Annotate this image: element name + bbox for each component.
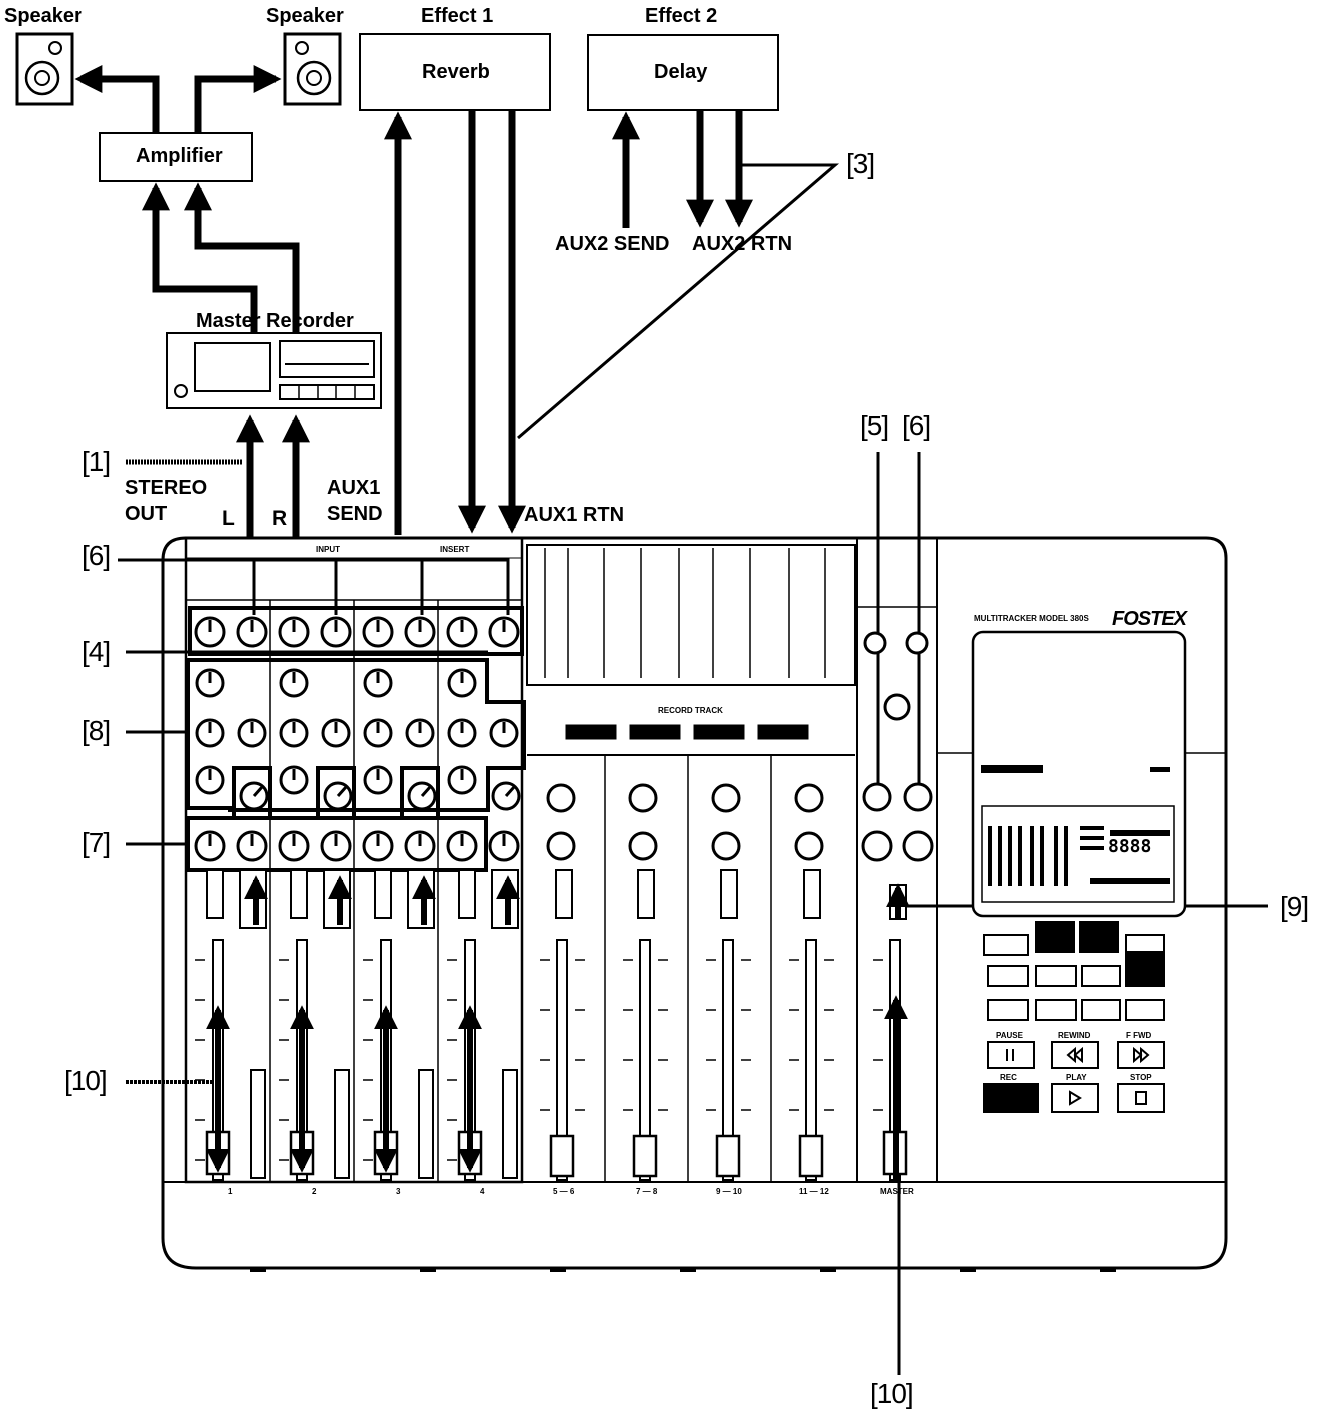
brand-logo: FOSTEX (1112, 609, 1186, 629)
callout-10-bottom: [10] (870, 1380, 913, 1408)
effect1-name: Reverb (422, 62, 490, 82)
lcd-counter: 8888 (1108, 838, 1151, 856)
effect2-title: Effect 2 (645, 6, 717, 26)
callout-7: [7] (82, 829, 110, 857)
display-panel (973, 632, 1185, 916)
callout-3: [3] (846, 150, 874, 178)
stereo-out-label-1: STEREO (125, 478, 207, 498)
rec-button-label: REC (1000, 1074, 1017, 1082)
channel-label-3: 3 (396, 1188, 400, 1196)
channel-label-9-10: 9 — 10 (716, 1188, 742, 1196)
left-channel-label: L (222, 508, 235, 529)
callout-8: [8] (82, 717, 110, 745)
aux1-send-label-2: SEND (327, 504, 383, 524)
callout-1: [1] (82, 448, 110, 476)
speaker-left-icon (17, 34, 72, 104)
channel-label-1: 1 (228, 1188, 232, 1196)
speaker-right-label: Speaker (266, 6, 344, 26)
model-label: MULTITRACKER MODEL 380S (974, 615, 1089, 623)
stereo-out-label-2: OUT (125, 504, 167, 524)
channel-label-master: MASTER (880, 1188, 914, 1196)
ffwd-button-label: F FWD (1126, 1032, 1151, 1040)
amplifier-label: Amplifier (136, 146, 223, 166)
cable-amp-to-speaker-left (80, 79, 156, 133)
channel-label-11-12: 11 — 12 (799, 1188, 829, 1196)
aux1-rtn-label: AUX1 RTN (524, 505, 624, 525)
callout-10-left: [10] (64, 1067, 107, 1095)
play-button-label: PLAY (1066, 1074, 1087, 1082)
callout-3-leader (518, 165, 835, 438)
callout-6-left: [6] (82, 542, 110, 570)
panel-input-label: INPUT (316, 546, 340, 554)
transport-buttons (984, 922, 1164, 1112)
callout-4: [4] (82, 638, 110, 666)
rewind-button-label: REWIND (1058, 1032, 1090, 1040)
callout-9: [9] (1280, 893, 1308, 921)
callout-5: [5] (860, 412, 888, 440)
record-track-label: RECORD TRACK (658, 707, 723, 715)
panel-insert-label: INSERT (440, 546, 469, 554)
stop-button-label: STOP (1130, 1074, 1152, 1082)
speaker-left-label: Speaker (4, 6, 82, 26)
channel-label-2: 2 (312, 1188, 316, 1196)
right-channel-label: R (272, 508, 287, 529)
master-recorder-label: Master Recorder (196, 311, 354, 331)
aux2-rtn-label: AUX2 RTN (692, 234, 792, 254)
effect1-title: Effect 1 (421, 6, 493, 26)
speaker-right-icon (285, 34, 340, 104)
master-recorder-icon (167, 333, 381, 408)
effect2-name: Delay (654, 62, 707, 82)
pause-button-label: PAUSE (996, 1032, 1023, 1040)
fader-caps (207, 1132, 906, 1176)
aux2-send-label: AUX2 SEND (555, 234, 669, 254)
aux1-send-label-1: AUX1 (327, 478, 380, 498)
channel-label-4: 4 (480, 1188, 484, 1196)
callout-6-right: [6] (902, 412, 930, 440)
channel-label-7-8: 7 — 8 (636, 1188, 657, 1196)
cable-amp-to-speaker-right (198, 79, 276, 133)
channel-label-5-6: 5 — 6 (553, 1188, 574, 1196)
